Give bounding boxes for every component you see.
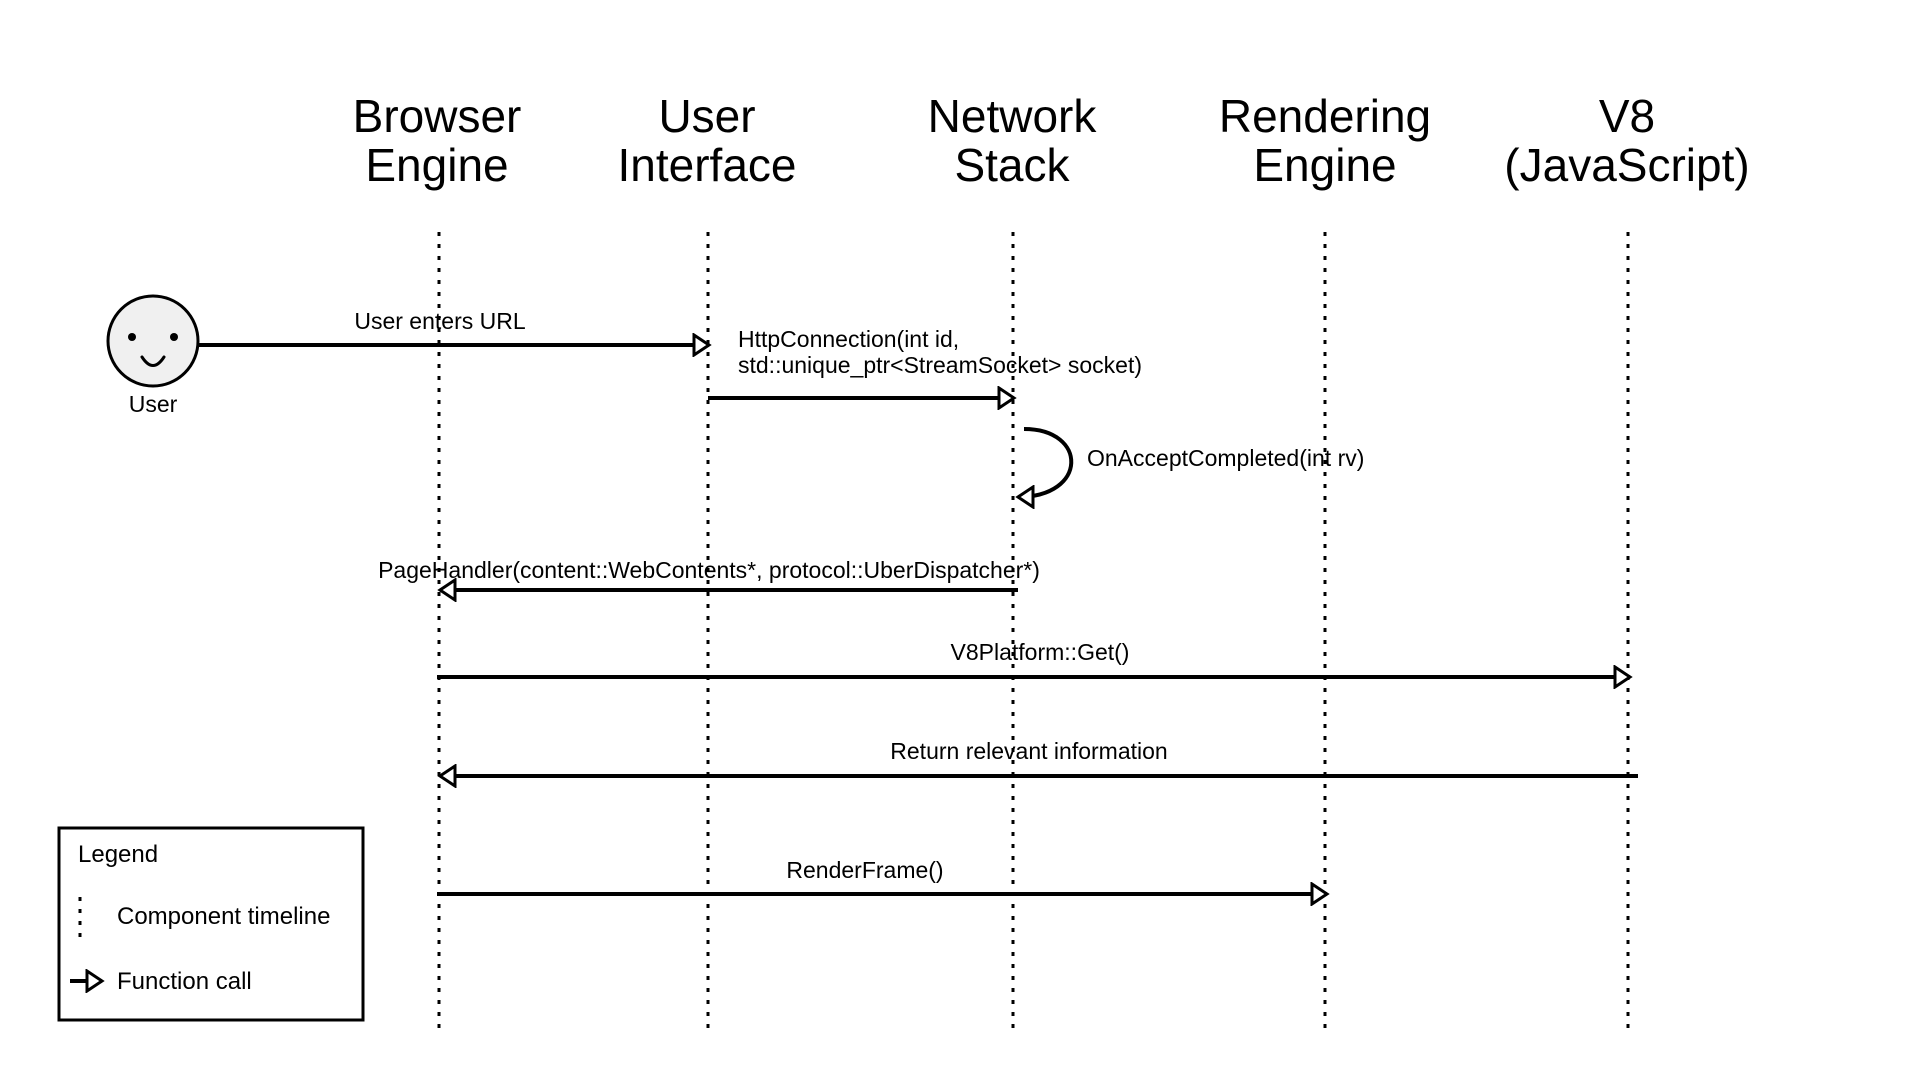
- message-http-connection: HttpConnection(int id, std::unique_ptr<S…: [708, 326, 1142, 398]
- component-header-network-stack: Network Stack: [928, 90, 1098, 191]
- message-on-accept-completed: OnAcceptCompleted(int rv): [1018, 427, 1364, 497]
- message-label-line2: std::unique_ptr<StreamSocket> socket): [738, 352, 1142, 378]
- message-v8-platform-get: V8Platform::Get(): [437, 639, 1630, 677]
- component-title-line2: Interface: [618, 139, 797, 191]
- message-page-handler: PageHandler(content::WebContents*, proto…: [378, 557, 1040, 590]
- component-title-line2: (JavaScript): [1504, 139, 1749, 191]
- component-title-line2: Engine: [1253, 139, 1396, 191]
- component-title-line2: Engine: [365, 139, 508, 191]
- component-title-line1: V8: [1599, 90, 1655, 142]
- user-actor: User: [106, 294, 200, 417]
- legend-frame: [57, 826, 365, 1022]
- message-label: Return relevant information: [890, 738, 1167, 764]
- component-header-user-interface: User Interface: [618, 90, 797, 191]
- user-label: User: [129, 391, 178, 417]
- user-face-icon: [106, 294, 200, 388]
- component-title-line1: Browser: [353, 90, 522, 142]
- component-header-rendering-engine: Rendering Engine: [1219, 90, 1431, 191]
- legend-box: Legend Component timeline Function call: [57, 826, 365, 1022]
- component-title-line1: Rendering: [1219, 90, 1431, 142]
- component-title-line1: User: [658, 90, 755, 142]
- legend-timeline-label: Component timeline: [117, 903, 330, 930]
- component-header-browser-engine: Browser Engine: [353, 90, 522, 191]
- message-label: PageHandler(content::WebContents*, proto…: [378, 557, 1040, 583]
- user-left-eye: [128, 333, 136, 341]
- message-return-relevant-information: Return relevant information: [440, 738, 1638, 776]
- message-label: RenderFrame(): [786, 857, 943, 883]
- message-label: V8Platform::Get(): [951, 639, 1130, 665]
- user-smile: [140, 355, 166, 367]
- message-label: OnAcceptCompleted(int rv): [1087, 445, 1364, 471]
- message-self-arrow: [1018, 427, 1074, 497]
- legend-function-call-label: Function call: [117, 968, 252, 995]
- message-user-enters-url: User enters URL: [199, 308, 709, 345]
- message-render-frame: RenderFrame(): [437, 857, 1327, 894]
- component-title-line2: Stack: [954, 139, 1070, 191]
- legend-title: Legend: [78, 841, 158, 868]
- component-header-v8: V8 (JavaScript): [1504, 90, 1749, 191]
- component-title-line1: Network: [928, 90, 1098, 142]
- message-label: User enters URL: [354, 308, 525, 334]
- user-right-eye: [170, 333, 178, 341]
- message-label-line1: HttpConnection(int id,: [738, 326, 959, 352]
